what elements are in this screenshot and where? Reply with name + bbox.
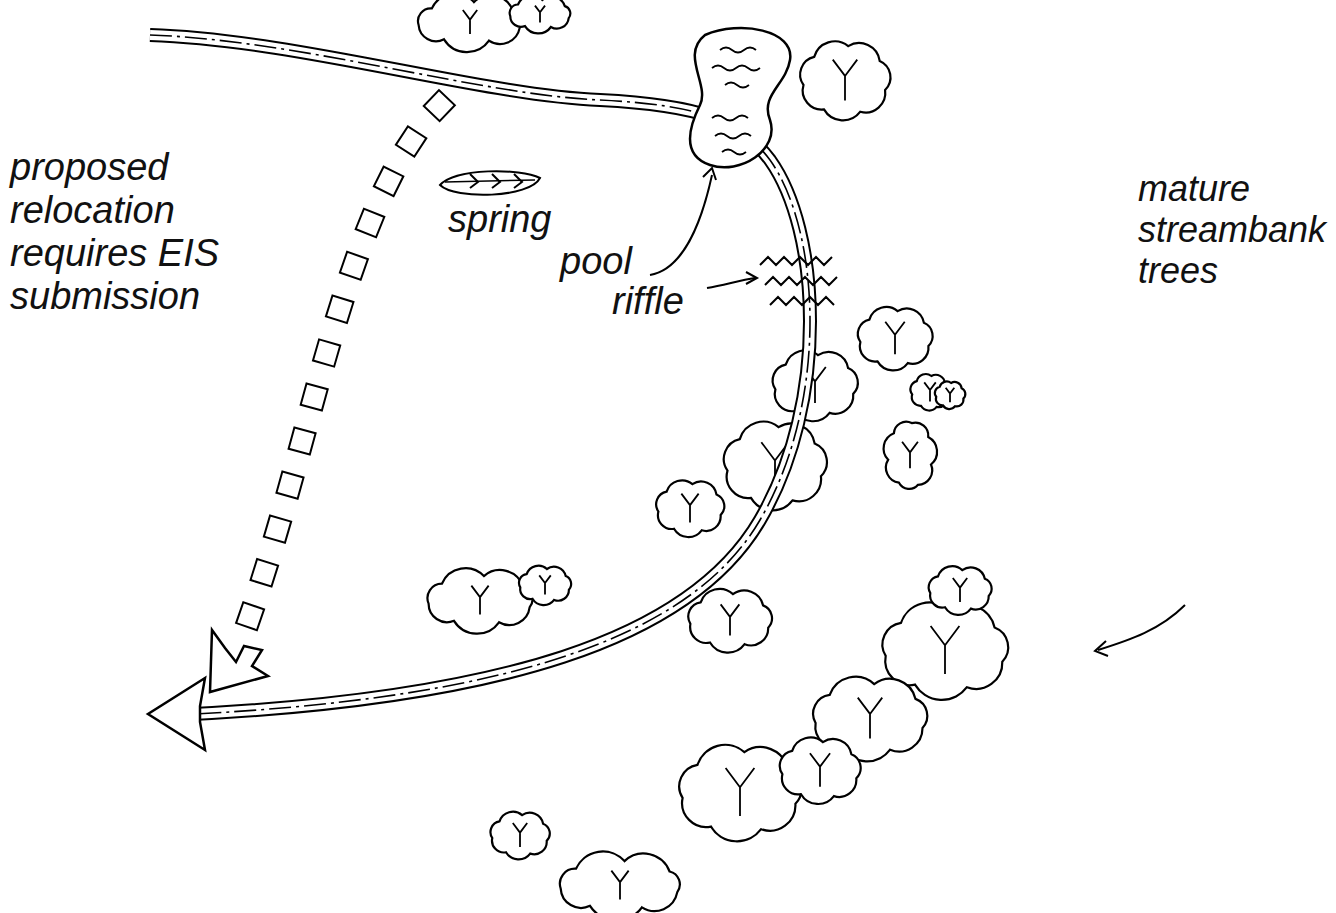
tree-vein <box>681 494 698 523</box>
feature-label: riffle <box>612 280 752 323</box>
route-square <box>236 602 264 630</box>
relocation-note: proposed relocation requires EIS submiss… <box>10 146 295 318</box>
tree-vein <box>902 442 918 468</box>
tree-crown <box>688 589 772 653</box>
route-square <box>301 383 328 410</box>
feature-label: spring <box>448 198 648 241</box>
tree-crown <box>428 568 533 633</box>
streambank-trees <box>418 0 1008 913</box>
leader-lines <box>650 168 1185 656</box>
tree-vein <box>513 823 527 847</box>
tree-crown <box>800 41 890 120</box>
tree-vein <box>721 604 740 635</box>
route-square <box>424 90 455 121</box>
tree-crown <box>858 307 933 370</box>
route-square <box>326 295 354 323</box>
riffle <box>760 257 837 305</box>
tree-crown <box>519 566 571 605</box>
route-square <box>313 339 340 366</box>
tree-vein <box>931 626 960 674</box>
tree-vein <box>471 586 488 615</box>
tree-vein <box>463 10 477 34</box>
tree-vein <box>535 6 545 23</box>
pool <box>690 28 790 167</box>
route-square <box>264 515 291 542</box>
tree-vein <box>858 698 882 739</box>
tree-vein <box>611 871 628 900</box>
tree-vein <box>953 578 967 602</box>
feature-label: mature streambank trees <box>1138 168 1334 291</box>
route-square <box>340 252 368 280</box>
feature-label: pool <box>560 240 700 283</box>
route-square <box>276 472 303 499</box>
route-square <box>374 167 403 196</box>
route-square <box>251 559 279 587</box>
tree-crown <box>929 566 992 615</box>
route-square <box>356 209 385 238</box>
tree-crown <box>418 0 522 52</box>
tree-vein <box>726 768 755 816</box>
tree-vein <box>539 575 551 594</box>
tree-crown <box>560 851 680 913</box>
tree-vein <box>810 753 830 787</box>
tree-vein <box>833 60 857 101</box>
route-square <box>396 126 426 156</box>
tree-vein <box>885 322 904 354</box>
tree-vein <box>946 388 955 402</box>
tree-crown <box>884 422 937 489</box>
tree-crown <box>780 738 861 804</box>
tree-crown <box>491 812 550 860</box>
tree-crown <box>935 381 965 409</box>
route-square <box>289 427 316 454</box>
spring <box>440 171 540 195</box>
relocation-route <box>210 90 455 692</box>
tree-crown <box>510 0 571 33</box>
tree-crown <box>656 480 724 537</box>
